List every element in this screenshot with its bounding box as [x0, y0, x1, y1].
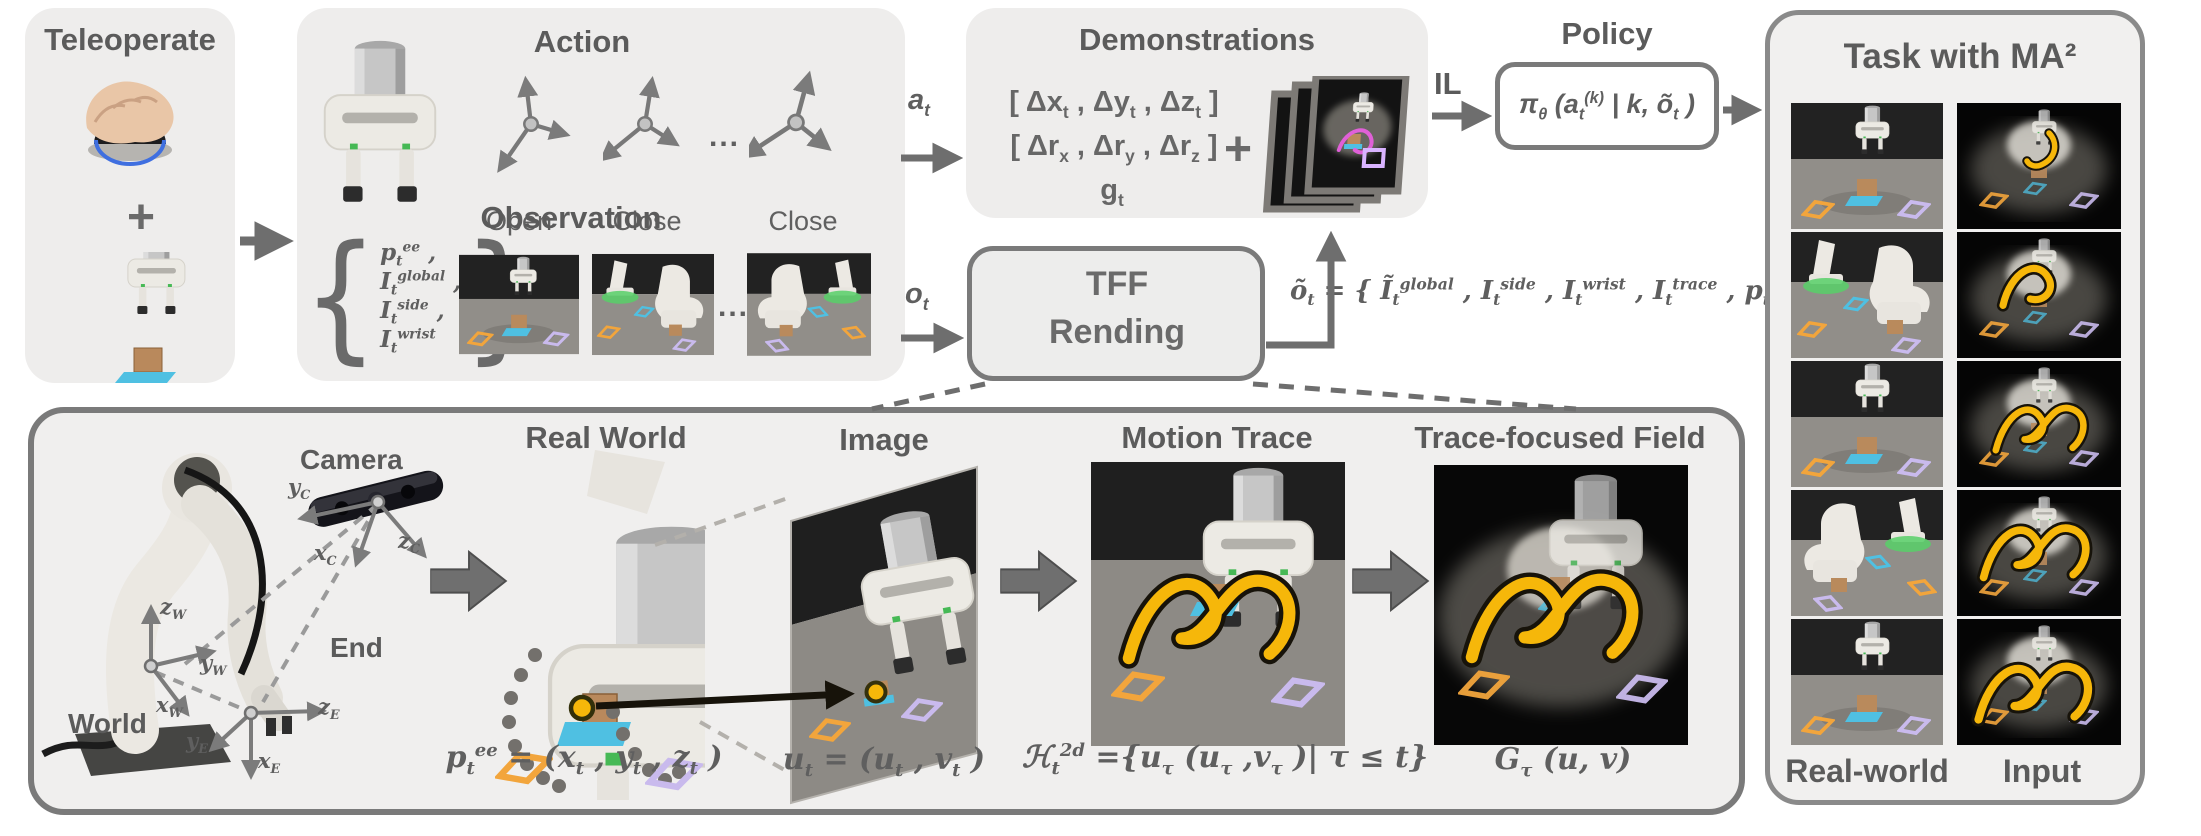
demonstrations-box: Demonstrations [ Δxt , Δyt , Δzt ] [ Δrx…	[966, 8, 1428, 218]
input-column-label: Input	[2002, 753, 2082, 789]
real-world-photo-3	[1791, 361, 1943, 487]
action-variable: at	[908, 84, 930, 120]
trace-frames-stack-image	[1262, 76, 1410, 213]
input-image-5	[1957, 619, 2121, 745]
delta-rotation-row: [ Δrx , Δry , Δrz ]	[1010, 130, 1218, 166]
observation-title: Observation	[480, 200, 662, 235]
real-world-photo-2	[1791, 232, 1943, 358]
camera-axis-y: yC	[288, 474, 311, 503]
block-arrow-3-icon	[1352, 550, 1430, 612]
world-axis-y: yW	[200, 650, 227, 679]
input-image-1	[1957, 103, 2121, 229]
gripper-variable: gt	[1100, 174, 1124, 210]
end-axis-y: yE	[186, 728, 208, 757]
task-panel-title: Task with MA²	[1843, 37, 2077, 76]
axis-label-close-2: Close	[768, 206, 838, 236]
tff-line2: Rending	[1049, 313, 1185, 351]
axes-ellipsis: ...	[709, 120, 741, 153]
world-axis-z: zW	[160, 594, 187, 623]
formula-uv: ut = (ut , vt )	[782, 742, 986, 781]
formula-history: ℋt2d ={uτ (uτ ,vτ )| τ ≤ t}	[1021, 740, 1429, 779]
observation-photo-1	[459, 248, 579, 361]
hand-spacemouse-image	[86, 81, 174, 166]
state-line-iside: Itside ,	[380, 297, 445, 328]
world-axis-x: xW	[156, 692, 183, 721]
policy-title: Policy	[1561, 16, 1653, 51]
real-world-column-label: Real-world	[1785, 753, 1949, 789]
real-world-photo-1	[1791, 103, 1943, 229]
observation-variable: ot	[905, 278, 929, 314]
policy-box: πθ (at(k) | k, õt )	[1495, 62, 1719, 150]
observation-photo-3	[747, 248, 871, 361]
gripper-image	[317, 38, 443, 224]
world-label: World	[68, 708, 147, 739]
task-panel: Task with MA² Real-world Input	[1765, 10, 2145, 805]
stage-title-image: Image	[839, 422, 929, 457]
real-world-image	[495, 450, 705, 800]
camera-label: Camera	[300, 444, 403, 475]
teleoperate-box: Teleoperate +	[25, 8, 235, 383]
input-image-2	[1957, 232, 2121, 358]
input-image-3	[1957, 361, 2121, 487]
demonstrations-title: Demonstrations	[1079, 22, 1315, 57]
axis-frame-open-icon	[489, 66, 573, 192]
end-axis-x: xE	[258, 748, 281, 777]
state-line-iglobal: Itglobal ,	[380, 268, 462, 299]
formula-ee-position: ptee = (xt , yt , zt )	[445, 740, 723, 779]
axis-label-open: Open	[485, 206, 553, 236]
state-line-iwrist: Itwrist	[380, 326, 436, 357]
input-column	[1957, 103, 2121, 745]
real-world-photo-5	[1791, 619, 1943, 745]
state-line-pee: ptee ,	[380, 239, 437, 270]
uv-point-marker	[864, 680, 888, 704]
stage-title-motion-trace: Motion Trace	[1121, 420, 1313, 455]
ee-point-marker	[568, 694, 596, 722]
action-observation-box: Action ... Open Close Close Observation …	[297, 8, 905, 381]
tff-expand-left-dash	[871, 381, 986, 412]
formula-gaussian: Gτ (u, v)	[1494, 742, 1632, 781]
tff-line1: TFF	[1085, 265, 1149, 303]
block-arrow-2-icon	[1000, 550, 1078, 612]
stage-title-trace-field: Trace-focused Field	[1414, 420, 1706, 455]
real-world-column	[1791, 103, 1943, 745]
teleoperate-robot-image	[115, 252, 220, 383]
axis-frame-close2-icon	[749, 63, 843, 193]
state-brace-left: {	[303, 214, 379, 378]
tff-rending-box: TFF Rending	[967, 246, 1265, 381]
il-label: IL	[1434, 66, 1462, 101]
image-plane-image	[790, 465, 978, 805]
teleoperate-title: Teleoperate	[44, 22, 216, 57]
motion-trace-image	[1091, 462, 1345, 746]
robot-frames-image	[41, 453, 444, 780]
end-label: End	[330, 632, 383, 663]
action-title: Action	[533, 24, 631, 59]
camera-axis-z: zC	[398, 528, 420, 557]
o-tilde-equation: õt = { Ĩtglobal , Itside , Itwrist , Itt…	[1290, 274, 1816, 310]
stage-title-real-world: Real World	[525, 420, 687, 455]
plus-icon: +	[127, 191, 156, 244]
tff-expand-right-dash	[1252, 381, 1577, 412]
delta-position-row: [ Δxt , Δyt , Δzt ]	[1009, 86, 1219, 122]
trace-field-image	[1434, 465, 1688, 745]
real-world-photo-4	[1791, 490, 1943, 616]
camera-axis-x: xC	[314, 540, 337, 569]
input-image-4	[1957, 490, 2121, 616]
policy-equation: πθ (at(k) | k, õt )	[1519, 89, 1695, 124]
observation-photo-2	[592, 248, 714, 361]
axis-label-close: Close	[612, 206, 682, 236]
demos-plus-icon: +	[1224, 123, 1253, 176]
observation-ellipsis: ...	[718, 290, 750, 323]
end-axis-z: zE	[318, 694, 340, 723]
axis-frame-close-icon	[603, 66, 687, 192]
